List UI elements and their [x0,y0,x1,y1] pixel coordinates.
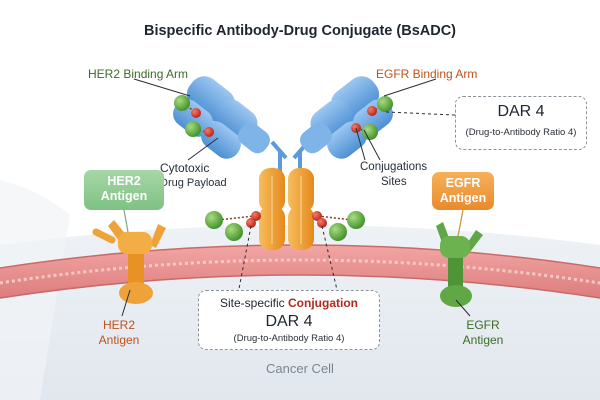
right-fab-payloads [351,96,393,140]
site-specific-conjugation-label: Site-specific Conjugation [199,296,379,310]
egfr-antigen-tag: EGFR Antigen [432,172,494,210]
dar-bottom-value: DAR 4 [265,313,313,330]
her2-binding-arm-label: HER2 Binding Arm [88,67,189,81]
antibody-fc [259,168,314,250]
egfr-bottom-label-line1: EGFR [466,318,500,332]
payload-icon [362,124,378,140]
her2-antigen-tag: HER2 Antigen [84,170,164,210]
dar-bottom-detail: (Drug-to-Antibody Ratio 4) [233,333,345,344]
her2-tag-line2: Antigen [100,189,148,203]
cancer-cell-label: Cancer Cell [266,361,334,376]
her2-tag-leader [123,209,129,233]
egfr-binding-arm-label: EGFR Binding Arm [376,67,478,81]
egfr-tag-line1: EGFR [445,176,481,190]
conjugation-prefix: Site-specific [219,296,285,310]
egfr-tag-leader [457,209,464,237]
payload-label-line2: Drug Payload [160,177,227,189]
linker-icon [367,106,377,116]
egfr-bottom-label-line2: Antigen [462,333,504,347]
linker-icon [204,127,214,137]
linker-icon [191,108,201,118]
dar-top-detail: (Drug-to-Antibody Ratio 4) [465,127,577,138]
payload-icon [225,223,243,241]
payload-icon [377,96,393,112]
payload-icon [347,211,365,229]
conjugation-emphasis: Conjugation [288,296,358,310]
dar-top-value: DAR 4 [497,103,545,120]
payload-icon [174,95,190,111]
her2-fab-arm [173,76,270,159]
egfr-fab-arm [300,76,393,159]
left-fab-payloads [174,95,214,137]
payload-icon [329,223,347,241]
conjugation-sites-label-line2: Sites [381,176,407,188]
her2-tag-line1: HER2 [107,174,141,188]
payload-label-line1: Cytotoxic [160,161,210,175]
payload-icon [205,211,223,229]
diagram-title: Bispecific Antibody-Drug Conjugate (BsAD… [143,23,457,39]
linker-icon [246,218,256,228]
dar-bottom-box: Site-specific Conjugation DAR 4 (Drug-to… [198,290,380,350]
callout-leaders [121,78,471,317]
linker-icon [317,218,327,228]
fc-payloads [205,211,365,241]
egfr-tag-line2: Antigen [439,191,487,205]
dar-top-box: DAR 4 (Drug-to-Antibody Ratio 4) [455,96,587,150]
egfr-receptor [436,222,483,307]
payload-icon [185,121,201,137]
conjugation-sites-label-line1: Conjugations [360,161,428,173]
her2-bottom-label-line1: HER2 [102,318,135,332]
her2-bottom-label-line2: Antigen [98,333,140,347]
linker-icon [312,211,322,221]
linker-icon [251,211,261,221]
